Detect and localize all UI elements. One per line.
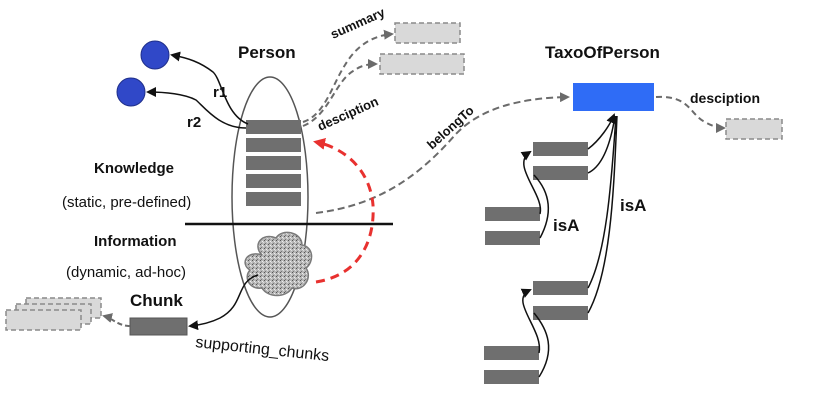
isa-edges-inner [520,150,550,378]
supporting-chunks-edge [188,274,259,331]
r1-label: r1 [213,84,227,101]
desciption-label-left: desciption [315,94,381,134]
desciption-label-right: desciption [690,90,760,106]
entity-node-1 [140,40,170,70]
information-label: Information [94,233,177,250]
taxo-grandchild-a1 [485,207,540,221]
person-title: Person [238,43,296,62]
belongto-label: belongTo [424,103,477,153]
chunk-label: Chunk [130,291,183,310]
person-attribute-stack [246,120,301,206]
entity-node-2 [116,77,146,107]
isa-label-inner: isA [553,216,579,235]
taxo-title: TaxoOfPerson [545,43,660,62]
extraction-edge [313,137,375,284]
taxo-child-b2 [533,306,588,320]
person-bar-1 [246,120,301,134]
taxo-child-b1 [533,281,588,295]
noise-cloud-icon [244,231,313,297]
taxo-child-a1 [533,142,588,156]
taxo-of-person-node [573,83,654,111]
taxo-child-a2 [533,166,588,180]
chunk-ghost-stack [5,297,102,331]
desciption-edge-left [302,59,378,127]
chunk-node [129,317,188,336]
person-ellipse [231,76,309,318]
person-bar-3 [246,156,301,170]
taxo-grandchild-b2 [484,370,539,384]
isa-label-outer: isA [620,196,646,215]
person-bar-2 [246,138,301,152]
chunk-ghost-edge [102,313,131,327]
desciption-value-box-left [379,53,465,75]
summary-label: summary [328,4,388,42]
isa-edges-outer [587,113,618,314]
summary-value-box [394,22,461,44]
supporting-chunks-label: supporting_chunks [195,334,330,365]
r1-edge [170,51,249,125]
summary-edge [302,29,394,123]
taxo-grandchild-b1 [484,346,539,360]
knowledge-sublabel: (static, pre-defined) [62,194,191,211]
taxo-grandchild-a2 [485,231,540,245]
r2-edge [146,87,247,129]
information-sublabel: (dynamic, ad-hoc) [66,264,186,281]
desciption-edge-right [655,95,726,133]
belongto-edge [315,92,570,214]
knowledge-label: Knowledge [94,160,174,177]
r2-label: r2 [187,114,201,131]
person-bar-4 [246,174,301,188]
desciption-value-box-right [725,118,783,140]
person-bar-5 [246,192,301,206]
